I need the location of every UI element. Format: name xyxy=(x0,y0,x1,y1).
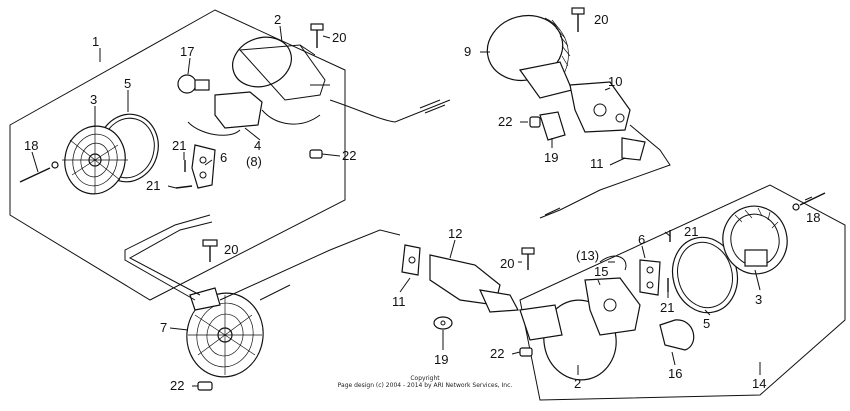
leader-lines xyxy=(31,25,813,387)
callout-3: 3 xyxy=(755,292,762,307)
copyright-notice: Page design (c) 2004 - 2014 by ARI Netwo… xyxy=(338,382,513,389)
callout-21: 21 xyxy=(684,224,698,239)
callout-22: 22 xyxy=(170,378,184,393)
rear-lower-signal-assembly xyxy=(519,192,826,381)
callout-16: 16 xyxy=(668,366,682,381)
group-outline-front-left xyxy=(9,9,346,301)
callout-6: 6 xyxy=(638,232,645,247)
nut xyxy=(309,149,323,159)
callout-12: 12 xyxy=(448,226,462,241)
callout-2: 2 xyxy=(574,376,581,391)
callout-20: 20 xyxy=(224,242,238,257)
callout-7: 7 xyxy=(160,320,167,335)
callout-20: 20 xyxy=(594,12,608,27)
callout-9: 9 xyxy=(464,44,471,59)
washer xyxy=(433,316,453,330)
screw xyxy=(19,167,51,183)
callout-21: 21 xyxy=(660,300,674,315)
front-left-signal-assembly xyxy=(19,23,451,195)
group-outline-rear-right xyxy=(519,184,846,401)
callout-15: 15 xyxy=(594,264,608,279)
callout-22: 22 xyxy=(498,114,512,129)
callout-21: 21 xyxy=(172,138,186,153)
callout-labels: 1 2 20 17 5 3 18 4 21 6 (8) 21 22 9 20 1… xyxy=(24,12,820,393)
callout-5: 5 xyxy=(703,316,710,331)
callout-3: 3 xyxy=(90,92,97,107)
callout-19: 19 xyxy=(544,150,558,165)
callout-22: 22 xyxy=(342,148,356,163)
callout-18: 18 xyxy=(24,138,38,153)
bulb xyxy=(177,74,197,94)
callout-20: 20 xyxy=(500,256,514,271)
callout-11: 11 xyxy=(590,156,604,171)
callout-17: 17 xyxy=(180,44,194,59)
callout-18: 18 xyxy=(806,210,820,225)
callout-13: (13) xyxy=(576,248,599,263)
socket-rear xyxy=(569,81,631,133)
upper-right-signal-assembly xyxy=(486,7,671,219)
callout-6: 6 xyxy=(220,150,227,165)
lens-rear xyxy=(722,205,788,275)
copyright-title: Copyright xyxy=(410,375,440,382)
callout-10: 10 xyxy=(608,74,622,89)
callout-4: 4 xyxy=(254,138,261,153)
callout-11: 11 xyxy=(392,294,406,309)
callout-5: 5 xyxy=(124,76,131,91)
bracket-plate xyxy=(191,144,216,189)
callout-1: 1 xyxy=(92,34,99,49)
callout-8: (8) xyxy=(246,154,262,169)
callout-21: 21 xyxy=(146,178,160,193)
callout-19: 19 xyxy=(434,352,448,367)
housing-shell xyxy=(232,36,292,88)
callout-20: 20 xyxy=(332,30,346,45)
socket xyxy=(214,91,263,129)
bulb-rear xyxy=(659,319,695,351)
callout-2: 2 xyxy=(274,12,281,27)
front-lower-signal-assembly xyxy=(124,214,519,391)
callout-14: 14 xyxy=(752,376,766,391)
callout-22: 22 xyxy=(490,346,504,361)
